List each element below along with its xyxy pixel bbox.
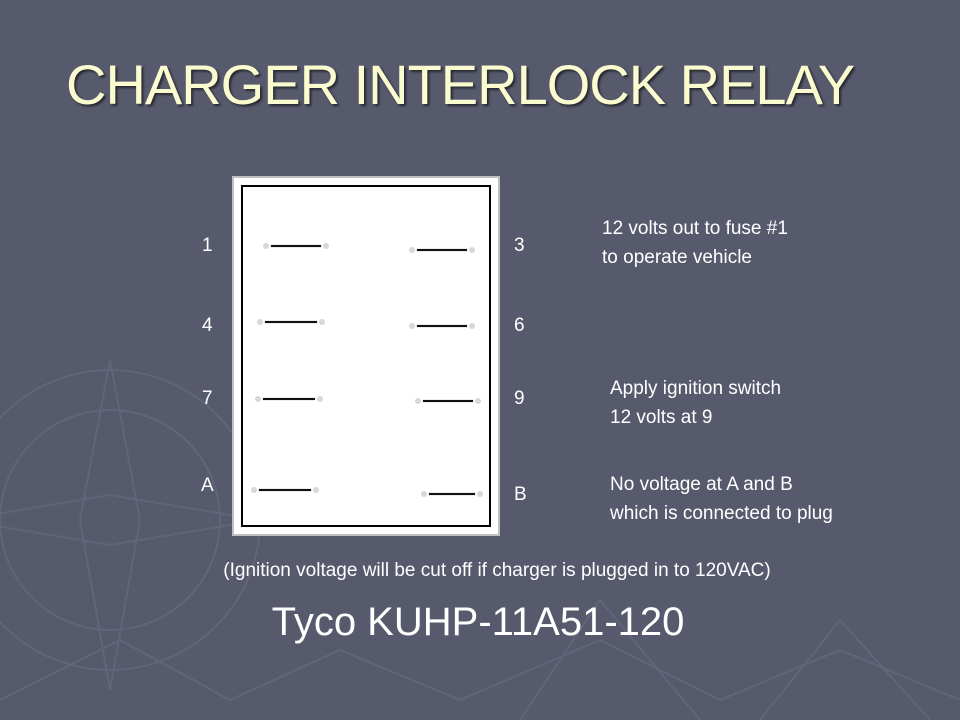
note-pin-3-line-1: 12 volts out to fuse #1 <box>602 218 788 239</box>
slide-title: CHARGER INTERLOCK RELAY <box>66 53 855 116</box>
note-pin-9-line-2: 12 volts at 9 <box>610 407 713 428</box>
note-pin-b-line-2: which is connected to plug <box>610 503 833 524</box>
pin-label-6: 6 <box>514 315 525 336</box>
pin-label-7: 7 <box>202 388 213 409</box>
contact-9 <box>415 398 481 404</box>
pin-label-b: B <box>514 484 527 505</box>
relay-housing-outline <box>241 185 491 527</box>
contact-1 <box>263 243 329 249</box>
contact-a <box>251 487 319 493</box>
note-pin-b: No voltage at A and B which is connected… <box>610 470 833 528</box>
relay-diagram <box>232 176 500 536</box>
part-number: Tyco KUHP-11A51-120 <box>271 600 685 644</box>
note-pin-9-line-1: Apply ignition switch <box>610 378 782 399</box>
note-pin-9: Apply ignition switch 12 volts at 9 <box>610 374 781 432</box>
contact-3 <box>409 247 475 253</box>
contact-b <box>421 491 483 497</box>
contact-7 <box>255 396 323 402</box>
pin-label-9: 9 <box>514 388 525 409</box>
note-pin-3-line-2: to operate vehicle <box>602 247 752 268</box>
pin-label-3: 3 <box>514 235 525 256</box>
pin-label-4: 4 <box>202 315 213 336</box>
pin-label-a: A <box>201 475 214 496</box>
note-pin-b-line-1: No voltage at A and B <box>610 474 793 495</box>
contact-4 <box>257 319 325 325</box>
cutoff-caption: (Ignition voltage will be cut off if cha… <box>223 560 771 581</box>
contact-6 <box>409 323 475 329</box>
pin-label-1: 1 <box>202 235 213 256</box>
note-pin-3: 12 volts out to fuse #1 to operate vehic… <box>602 214 788 272</box>
